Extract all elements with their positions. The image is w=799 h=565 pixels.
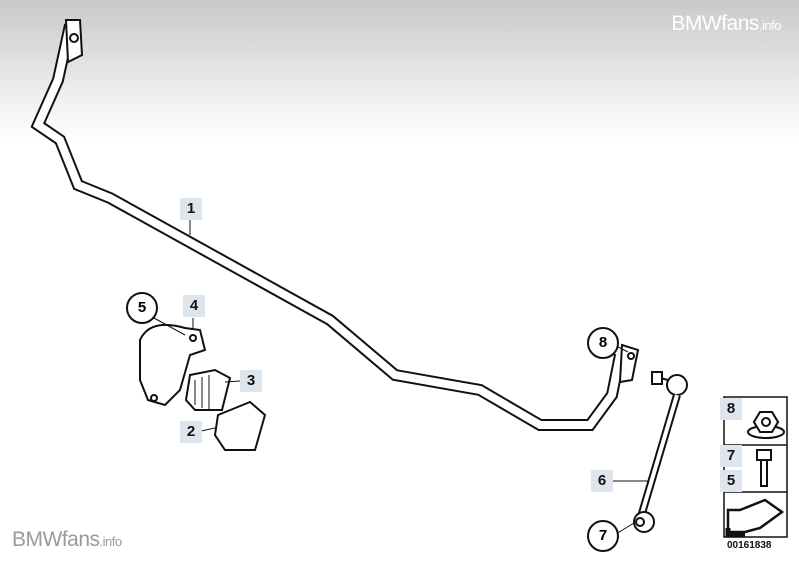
callout-6[interactable]: 6 [591, 470, 613, 492]
callout-4[interactable]: 4 [183, 295, 205, 317]
callout-1[interactable]: 1 [180, 198, 202, 220]
callout-2[interactable]: 2 [180, 421, 202, 443]
legend-item-5: 5 [720, 470, 742, 492]
legend-item-7: 7 [720, 445, 742, 467]
callout-8[interactable]: 8 [587, 327, 619, 359]
watermark-bottom: BMWfans.info [12, 528, 122, 551]
callout-3[interactable]: 3 [240, 370, 262, 392]
watermark-top: BMWfans.info [671, 12, 781, 35]
diagram-code: 00161838 [727, 540, 772, 551]
callout-5[interactable]: 5 [126, 292, 158, 324]
callout-7[interactable]: 7 [587, 520, 619, 552]
legend-item-8: 8 [720, 398, 742, 420]
